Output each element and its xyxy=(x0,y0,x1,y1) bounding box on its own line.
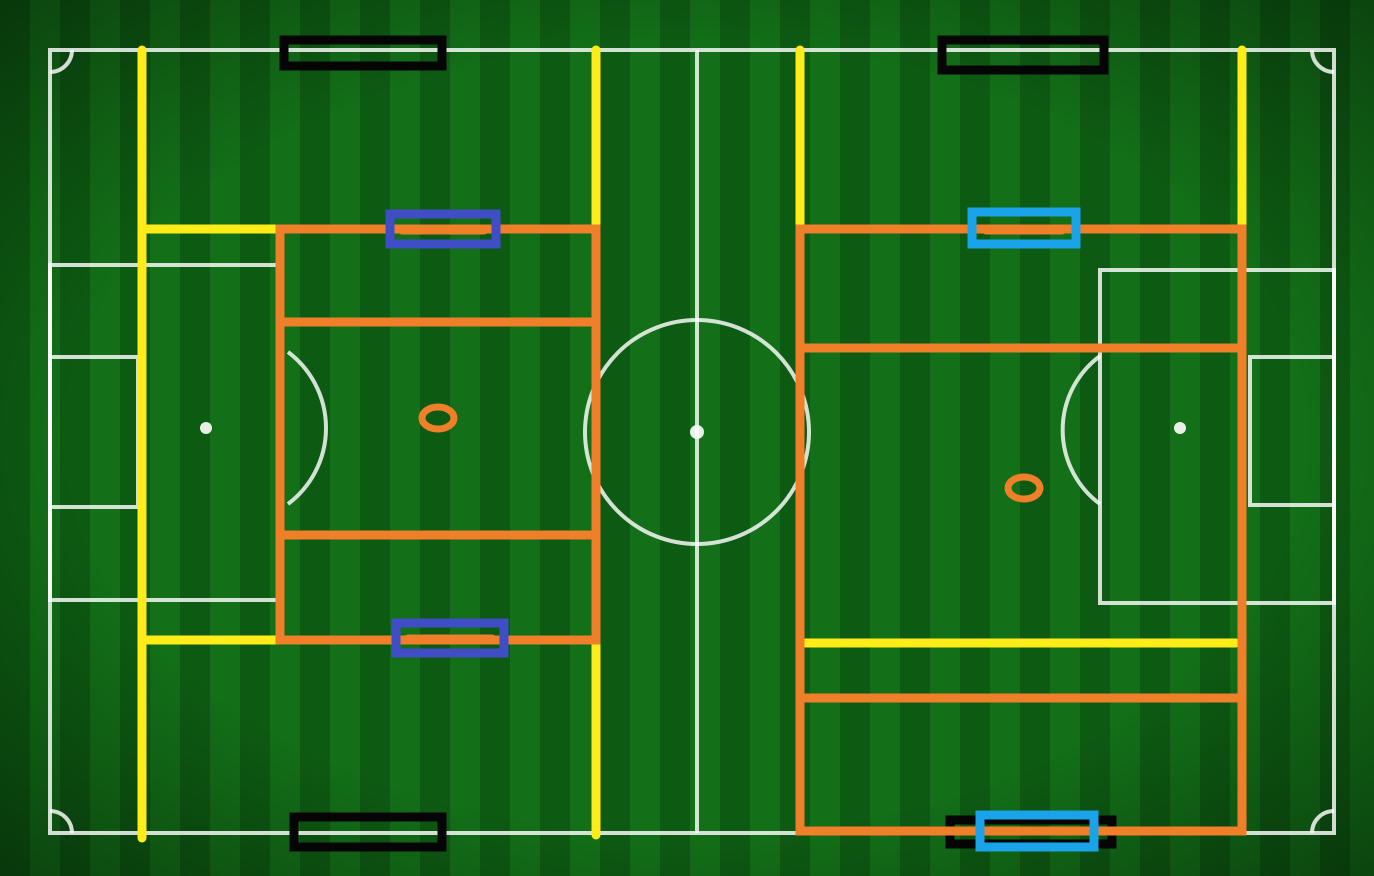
left-penalty-spot xyxy=(200,422,212,434)
center-spot xyxy=(690,425,704,439)
right-penalty-spot xyxy=(1174,422,1186,434)
